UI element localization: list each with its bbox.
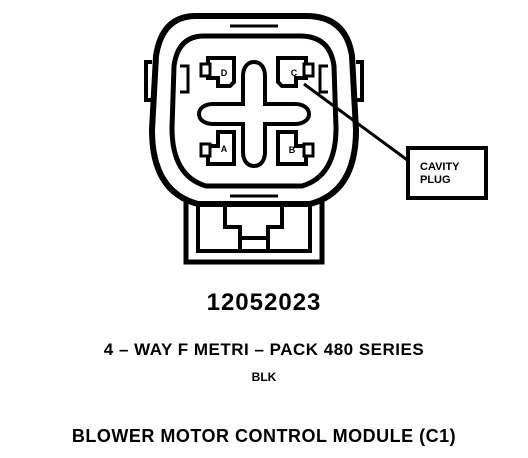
callout-box bbox=[406, 146, 488, 200]
part-number: 12052023 bbox=[206, 289, 322, 316]
cavity-a: A bbox=[199, 130, 236, 166]
cavity-c-label: C bbox=[291, 68, 298, 78]
connector-type: 4 – WAY F METRI – PACK 480 SERIES bbox=[103, 340, 425, 359]
module-title: BLOWER MOTOR CONTROL MODULE (C1) bbox=[71, 426, 457, 446]
cavity-cross-divider bbox=[196, 59, 312, 169]
cavity-b: B bbox=[276, 130, 315, 166]
cavity-d: D bbox=[199, 56, 236, 88]
connector-latch-housing bbox=[183, 192, 325, 265]
callout-leader-line bbox=[303, 82, 411, 164]
connector-side-tabs bbox=[144, 24, 364, 198]
connector-drawing: D C A B CAVITY PLUG bbox=[144, 13, 488, 265]
callout-line2: PLUG bbox=[420, 174, 451, 186]
connector-inner-bezel bbox=[169, 33, 339, 189]
callout-line1: CAVITY bbox=[420, 161, 460, 173]
cavity-plug-callout: CAVITY PLUG bbox=[303, 82, 488, 200]
connector-color: BLK bbox=[251, 370, 277, 384]
cavity-a-label: A bbox=[221, 144, 228, 154]
cavity-d-label: D bbox=[221, 68, 228, 78]
cavity-b-label: B bbox=[289, 145, 296, 155]
cavity-c: C bbox=[276, 56, 315, 88]
